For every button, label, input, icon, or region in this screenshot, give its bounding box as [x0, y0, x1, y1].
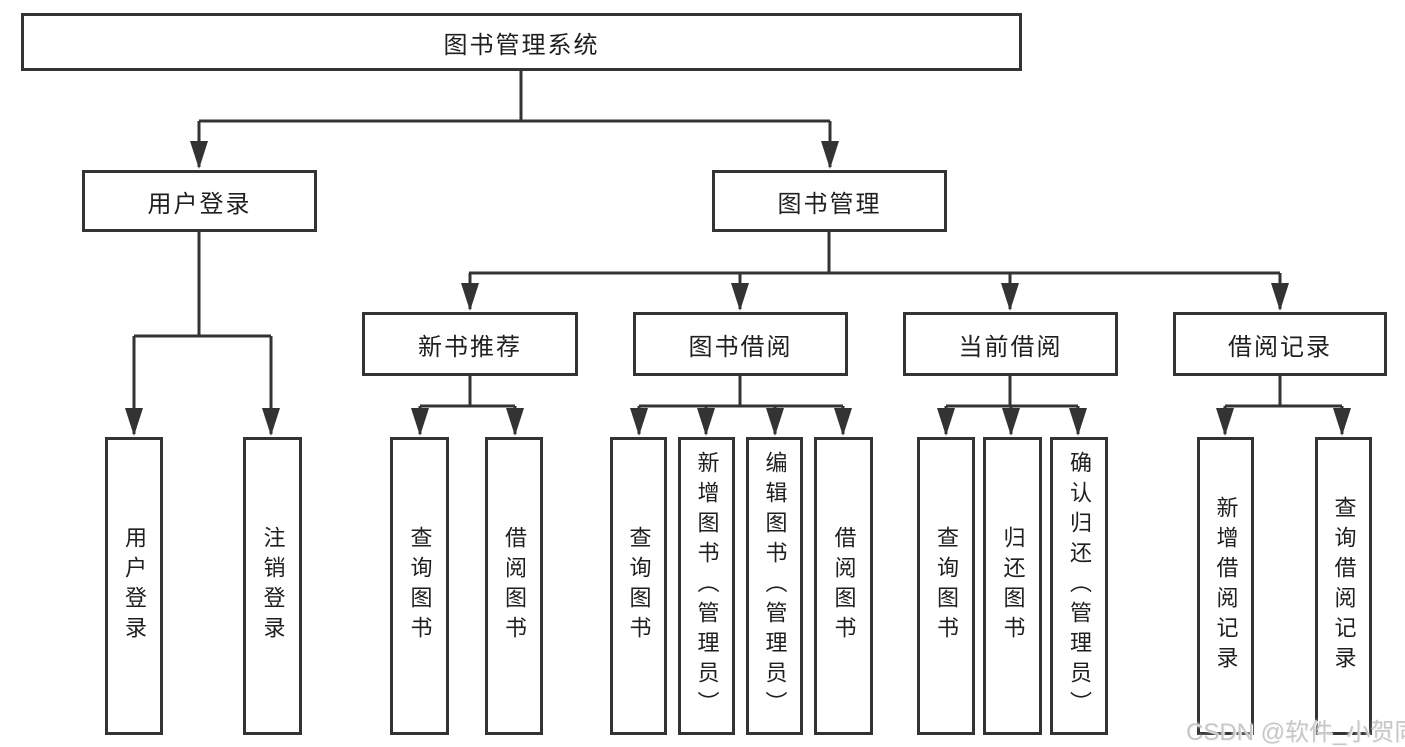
- node-user-login: 用户登录: [82, 170, 317, 232]
- leaf-borrow-books-borrow-label: 借阅图书: [831, 526, 857, 646]
- leaf-query-books-rec: 查询图书: [390, 437, 449, 735]
- leaf-add-books-admin: 新增图书（管理员）: [678, 437, 735, 735]
- node-borrowing-records: 借阅记录: [1173, 312, 1387, 376]
- connector-trunk-lines: [134, 69, 1342, 408]
- node-current-borrowing: 当前借阅: [903, 312, 1118, 376]
- node-current-borrowing-label: 当前借阅: [958, 333, 1063, 361]
- leaf-logout: 注销登录: [243, 437, 302, 735]
- leaf-add-books-admin-label: 新增图书（管理员）: [694, 451, 720, 721]
- node-root: 图书管理系统: [21, 13, 1022, 71]
- leaf-user-login-label: 用户登录: [122, 526, 147, 646]
- node-book-management: 图书管理: [712, 170, 947, 232]
- node-root-label: 图书管理系统: [443, 31, 600, 59]
- node-borrowing-records-label: 借阅记录: [1228, 333, 1332, 361]
- leaf-edit-books-admin: 编辑图书（管理员）: [746, 437, 803, 735]
- leaf-borrow-books-rec: 借阅图书: [485, 437, 543, 735]
- leaf-add-borrow-record: 新增借阅记录: [1197, 437, 1254, 735]
- node-user-login-label: 用户登录: [147, 190, 252, 218]
- leaf-borrow-books-borrow: 借阅图书: [814, 437, 873, 735]
- leaf-query-books-borrow: 查询图书: [610, 437, 667, 735]
- leaf-borrow-books-rec-label: 借阅图书: [502, 526, 527, 646]
- node-new-book-recommend: 新书推荐: [362, 312, 578, 376]
- leaf-return-books-label: 归还图书: [1000, 526, 1026, 646]
- node-new-book-recommend-label: 新书推荐: [418, 333, 522, 361]
- leaf-add-borrow-record-label: 新增借阅记录: [1213, 496, 1239, 676]
- leaf-confirm-return-admin: 确认归还（管理员）: [1050, 437, 1108, 735]
- leaf-query-books-rec-label: 查询图书: [407, 526, 433, 646]
- node-book-borrowing: 图书借阅: [633, 312, 848, 376]
- node-book-management-label: 图书管理: [777, 190, 882, 218]
- leaf-query-books-borrow-label: 查询图书: [626, 526, 652, 646]
- leaf-logout-label: 注销登录: [260, 526, 286, 646]
- leaf-query-books-current-label: 查询图书: [934, 526, 959, 646]
- node-book-borrowing-label: 图书借阅: [688, 333, 793, 361]
- csdn-watermark: CSDN @软件_小贺同学: [1186, 719, 1405, 746]
- leaf-confirm-return-admin-label: 确认归还（管理员）: [1067, 451, 1092, 721]
- leaf-query-borrow-record-label: 查询借阅记录: [1331, 496, 1357, 676]
- leaf-user-login: 用户登录: [105, 437, 163, 735]
- leaf-edit-books-admin-label: 编辑图书（管理员）: [762, 451, 788, 721]
- leaf-query-borrow-record: 查询借阅记录: [1315, 437, 1372, 735]
- leaf-return-books: 归还图书: [983, 437, 1042, 735]
- leaf-query-books-current: 查询图书: [917, 437, 975, 735]
